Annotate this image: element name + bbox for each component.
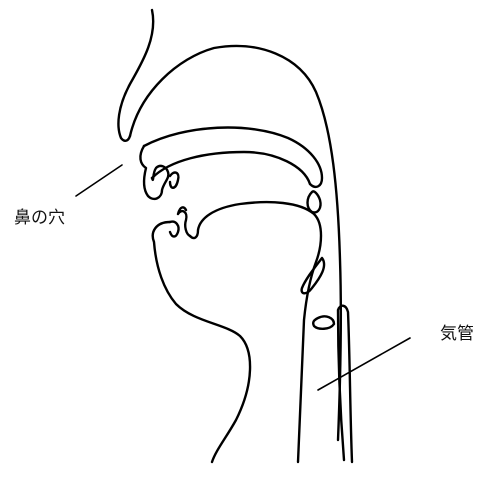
vocal-fold-outline [313,316,334,328]
face-profile-outline [118,10,153,141]
uvula-outline [308,191,321,212]
tongue-outline [190,202,321,462]
nasal-cavity-roof-outline [130,46,341,440]
upper-teeth-outline [170,173,178,188]
palate-upper-outline [144,128,322,187]
trachea-leader-line [318,338,410,390]
palate-lower-outline [152,152,310,184]
nostril-label: 鼻の穴 [14,203,65,228]
lower-jaw-outline [153,222,250,462]
nostril-leader-line [76,165,122,196]
lower-teeth-outline [170,207,190,236]
upper-lip-outline [140,146,168,199]
trachea-label: 気管 [440,319,474,344]
